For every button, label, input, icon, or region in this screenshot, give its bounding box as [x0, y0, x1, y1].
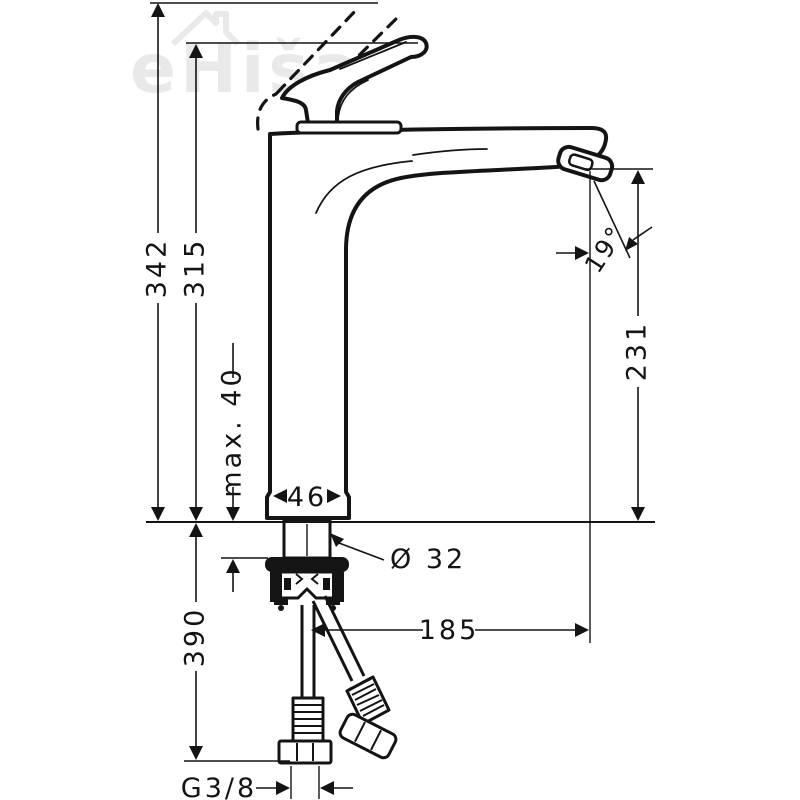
nut-hatch-left: [284, 578, 291, 590]
bracket-right-tab: [332, 572, 344, 602]
handle-lever: [280, 34, 429, 125]
spout-highlight-curve: [315, 160, 413, 214]
faucet-drawing: [256, 5, 615, 765]
dimension-total-height: 342: [142, 3, 173, 521]
nut-hatch-right: [323, 578, 330, 590]
handle-neck-curve: [337, 79, 369, 119]
dim-total-height-label: 342: [142, 238, 173, 299]
handle: [280, 34, 429, 135]
thread-marks: [295, 573, 319, 585]
dimension-shank-diameter: Ø 32: [330, 533, 466, 575]
dim-spout-angle-label: 19°: [579, 220, 631, 278]
dim-lever-top-label: 315: [180, 238, 211, 299]
dimension-lever-top-height: 315: [180, 44, 211, 521]
dimension-outlet-height: 231: [622, 170, 653, 521]
dim-spout-reach-label: 185: [419, 615, 480, 646]
dimension-connection-thread: G3/8: [181, 766, 353, 800]
hex-fitting-vertical: [277, 739, 333, 765]
dimension-spout-reach: 185: [311, 615, 589, 646]
aerator: [556, 144, 615, 183]
dim-base-width-label: 46: [287, 482, 327, 513]
supply-hose-angled: [311, 595, 398, 760]
house-roof-icon: [170, 10, 241, 47]
handle-raised-dashed-outline: [256, 5, 403, 131]
dimension-hose-length: 390: [180, 523, 211, 760]
dimension-base-width: 46: [273, 482, 341, 513]
mounting-bracket: [270, 570, 344, 600]
handle-inner-edge: [339, 41, 407, 70]
rubber-washer: [265, 557, 349, 572]
dim-max-thickness-label: max. 40: [217, 366, 248, 497]
dim-connection-thread-label: G3/8: [181, 773, 257, 800]
dim-shank-diameter-label: Ø 32: [390, 544, 466, 575]
dim-hose-length-label: 390: [180, 607, 211, 668]
faucet-body: [265, 126, 609, 520]
spout-top-accent-line: [412, 148, 488, 156]
mounting-hardware: [265, 557, 349, 611]
dimension-max-mounting-thickness: max. 40: [217, 343, 248, 592]
dim-outlet-height-label: 231: [622, 321, 653, 382]
hex-fitting-angled: [338, 712, 398, 760]
handle-base-plate: [295, 120, 403, 135]
supply-hose-vertical: [277, 605, 333, 765]
screw-left: [278, 605, 284, 611]
bracket-foot-right: [326, 598, 340, 605]
bracket-left-tab: [270, 572, 282, 602]
bracket-foot-left: [274, 598, 288, 605]
